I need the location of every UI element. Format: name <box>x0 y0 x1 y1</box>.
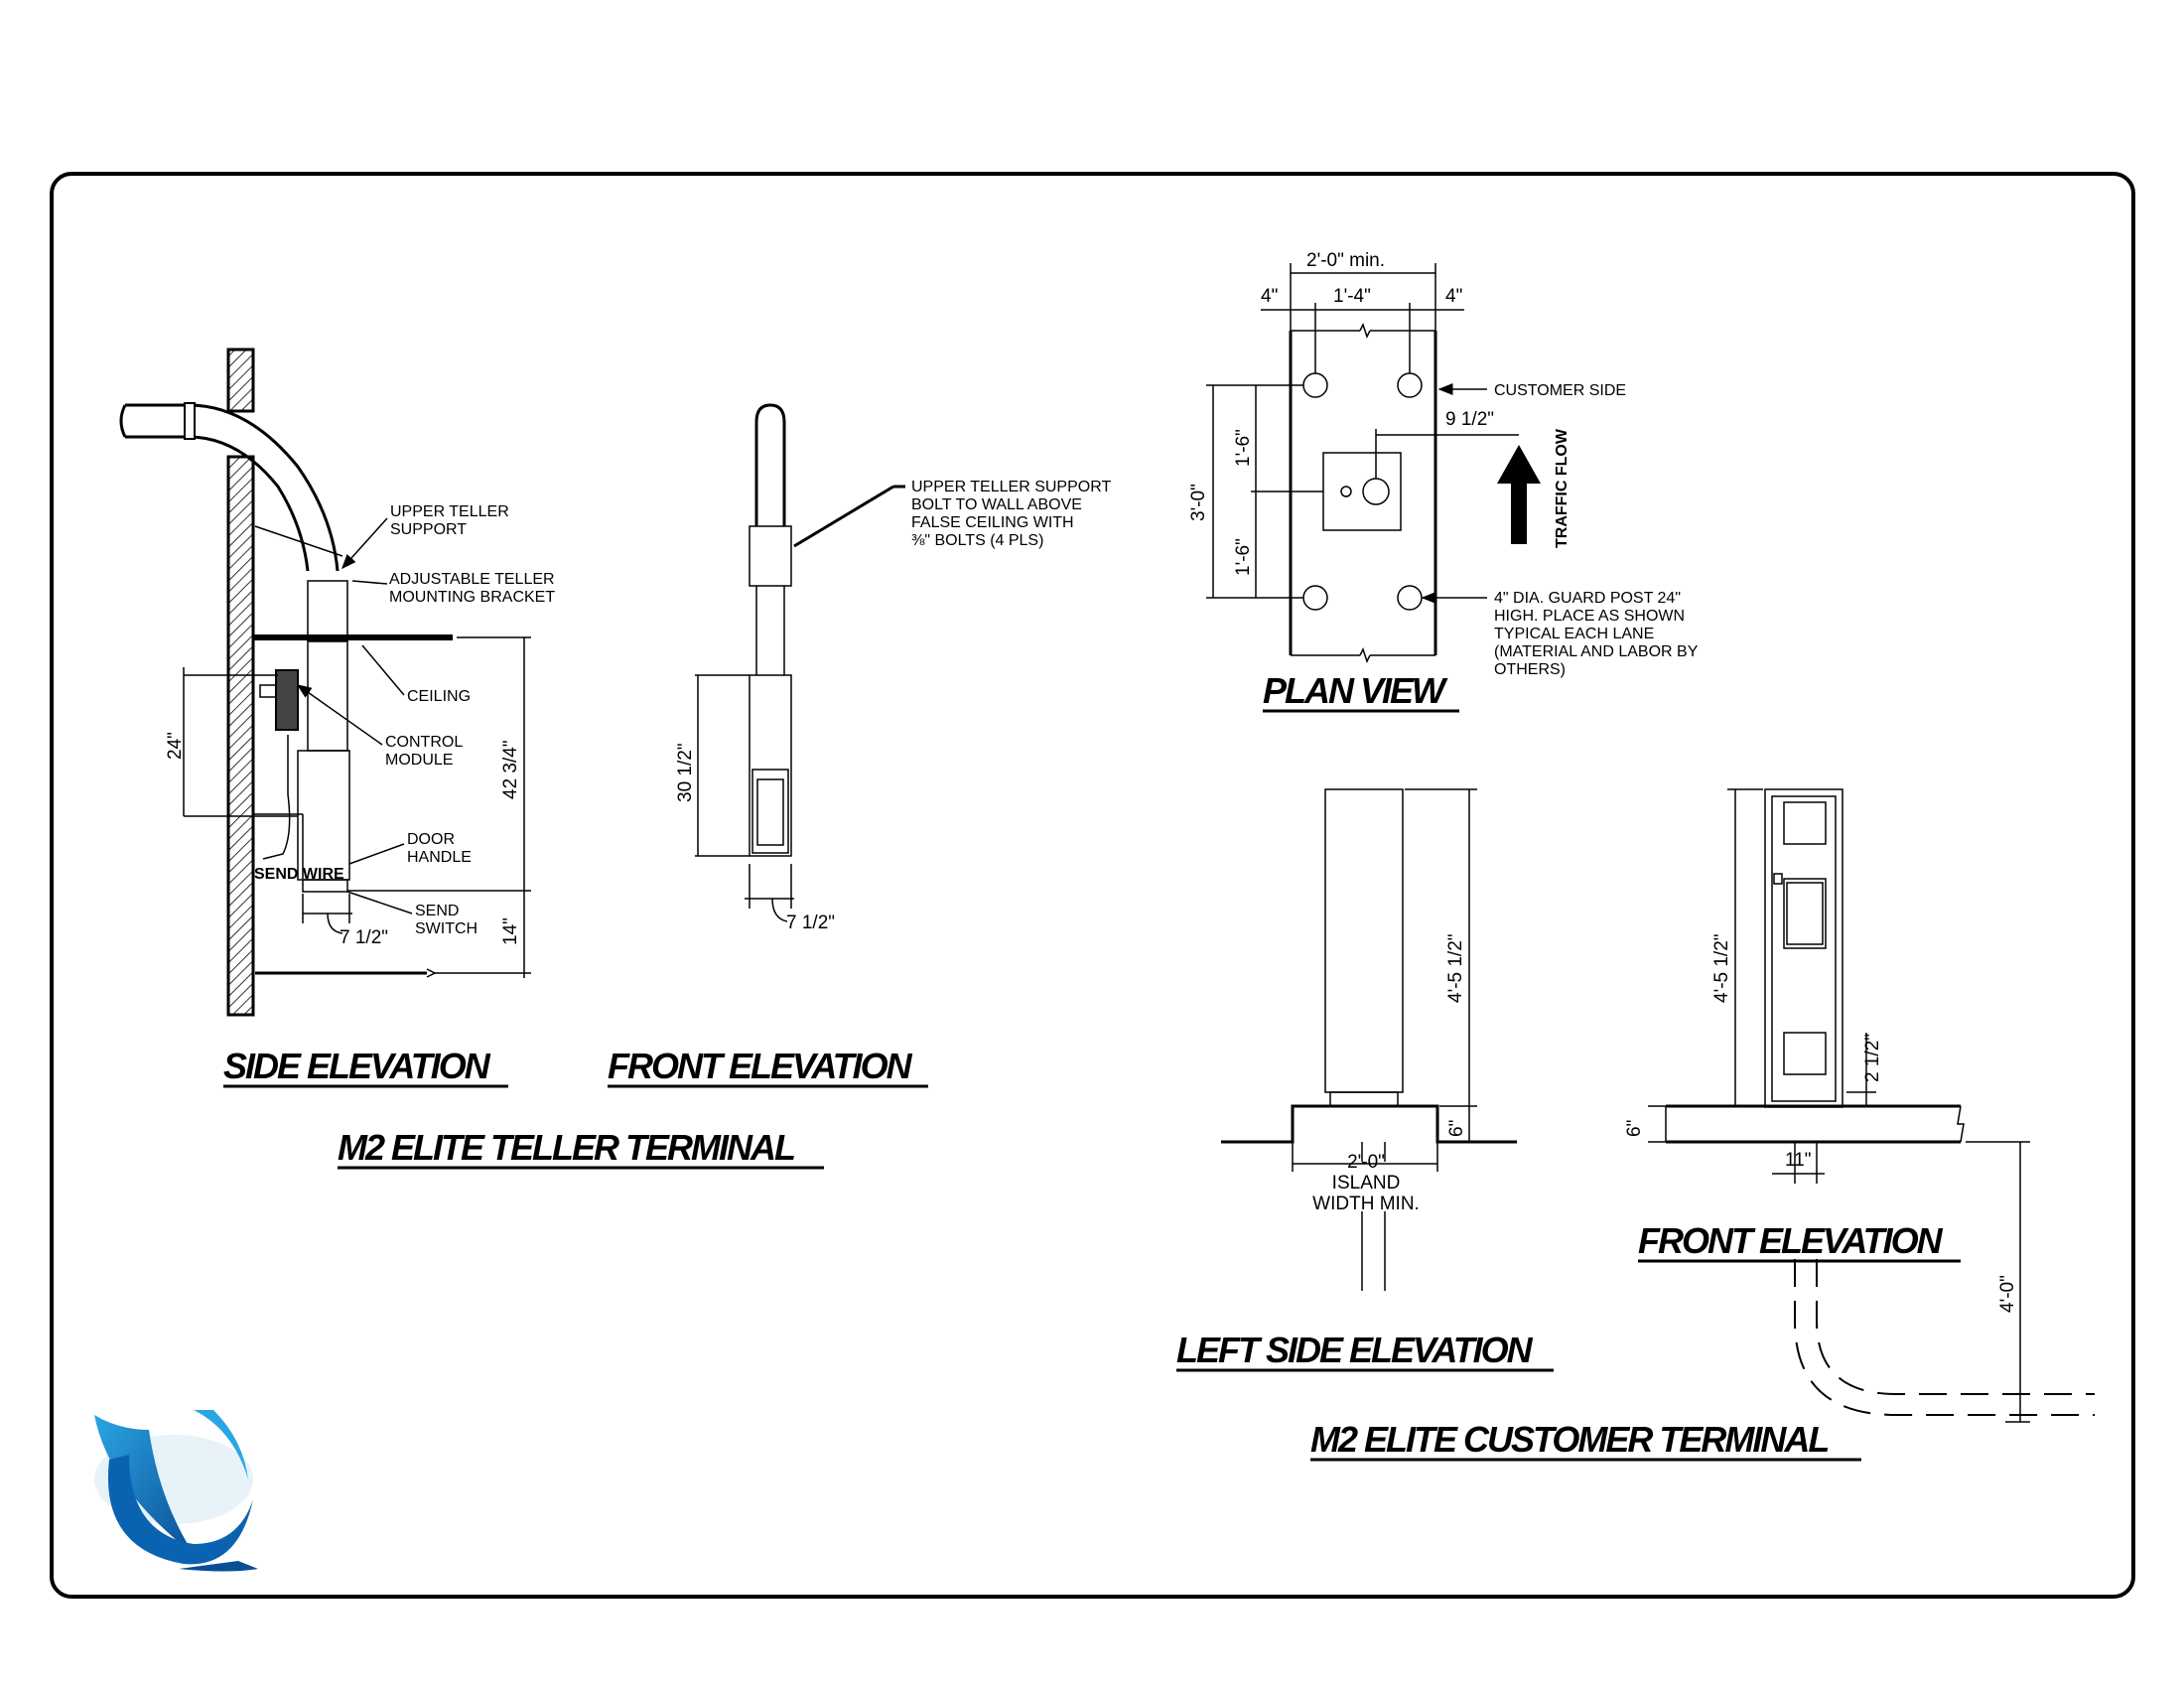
customer-front-elevation <box>1648 788 2095 1423</box>
label-customer-side: CUSTOMER SIDE <box>1494 382 1626 399</box>
title-customer-front-elevation: FRONT ELEVATION <box>1638 1220 1944 1261</box>
dim-3ft: 3'-0" <box>1188 484 1209 521</box>
dim-6-left: 6" <box>1446 1120 1467 1137</box>
dim-4ft-0: 4'-0" <box>1997 1275 2018 1313</box>
teller-side-elevation: SEND WIRE <box>119 348 531 1017</box>
label-ceiling: CEILING <box>407 688 471 705</box>
dim-24: 24" <box>165 732 186 760</box>
title-customer-terminal: M2 ELITE CUSTOMER TERMINAL <box>1310 1419 1828 1460</box>
dim-14: 14" <box>500 917 521 945</box>
dim-6-front: 6" <box>1624 1120 1645 1137</box>
svg-text:SEND WIRE: SEND WIRE <box>254 866 344 883</box>
dim-2ft-min: 2'-0" min. <box>1306 250 1385 271</box>
drawing-border <box>50 172 2135 1599</box>
dim-30-1-2: 30 1/2" <box>675 743 696 802</box>
dim-1ft-4: 1'-4" <box>1333 286 1371 307</box>
title-left-side-elevation: LEFT SIDE ELEVATION <box>1176 1330 1534 1370</box>
title-plan-view: PLAN VIEW <box>1263 670 1448 711</box>
dim-4ft-5-1-2-front: 4'-5 1/2" <box>1711 933 1732 1003</box>
company-logo-icon <box>94 1410 258 1572</box>
label-traffic-flow: TRAFFIC FLOW <box>1554 428 1570 548</box>
dim-2-1-2: 2 1/2" <box>1862 1034 1883 1082</box>
dim-11: 11" <box>1785 1150 1811 1171</box>
dim-1ft-6-bottom: 1'-6" <box>1233 538 1254 576</box>
plan-view <box>1206 263 1541 663</box>
title-teller-terminal: M2 ELITE TELLER TERMINAL <box>338 1127 794 1168</box>
dim-4-left: 4" <box>1261 286 1278 307</box>
dim-1ft-6-top: 1'-6" <box>1233 429 1254 467</box>
dim-42-3-4: 42 3/4" <box>500 740 521 799</box>
teller-front-elevation <box>695 403 905 922</box>
dim-7-1-2-side: 7 1/2" <box>340 927 388 948</box>
customer-left-side-elevation <box>1221 788 1517 1291</box>
dim-4ft-5-1-2-left: 4'-5 1/2" <box>1445 933 1466 1003</box>
dim-4-right: 4" <box>1445 286 1462 307</box>
dim-7-1-2-front: 7 1/2" <box>786 913 835 933</box>
note-guard-post: 4" DIA. GUARD POST 24"HIGH. PLACE AS SHO… <box>1494 590 1699 678</box>
title-side-elevation: SIDE ELEVATION <box>223 1046 491 1086</box>
title-teller-front-elevation: FRONT ELEVATION <box>608 1046 913 1086</box>
dim-9-1-2: 9 1/2" <box>1445 409 1494 430</box>
